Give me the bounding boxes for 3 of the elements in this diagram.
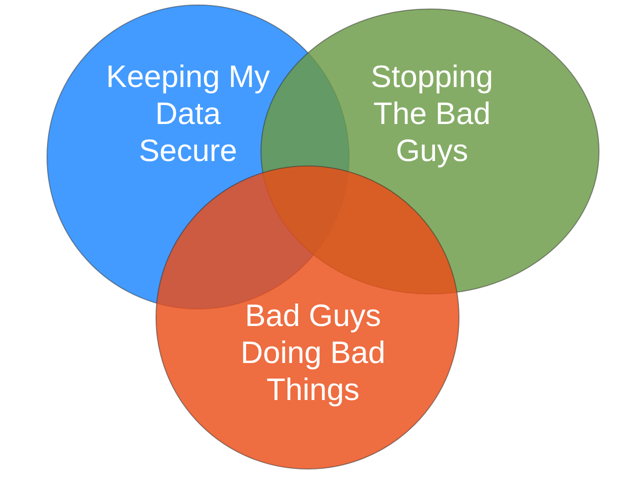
circle-label: Bad Guys Doing Bad Things: [240, 297, 386, 409]
circle-label: Keeping My Data Secure: [105, 58, 271, 170]
circle-label: Stopping The Bad Guys: [370, 58, 494, 170]
